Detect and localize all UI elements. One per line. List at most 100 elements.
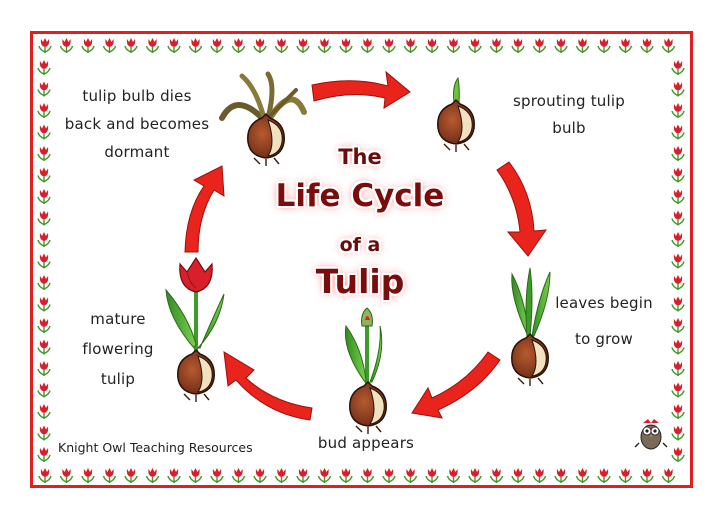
border-tulip-icon (671, 123, 685, 141)
border-tulip-icon (59, 467, 74, 484)
border-tulip-icon (425, 37, 439, 54)
border-tulip-icon (37, 252, 51, 270)
border-tulip-icon (274, 37, 289, 54)
border-tulip-icon (37, 360, 51, 377)
border-tulip-icon (37, 424, 51, 442)
tulip-border-bottom (38, 467, 676, 484)
title-tulip: Tulip (315, 262, 405, 301)
border-tulip-icon (317, 467, 332, 484)
border-tulip-icon (618, 467, 633, 484)
bud-illustration (344, 307, 387, 435)
border-tulip-icon (403, 37, 418, 54)
border-tulip-icon (360, 467, 375, 484)
label-sprouting: sprouting tulip bulb (513, 92, 625, 137)
tulip-border-right (671, 59, 685, 463)
border-tulip-icon (671, 381, 685, 399)
border-tulip-icon (38, 37, 52, 54)
border-tulip-icon (489, 37, 504, 54)
border-tulip-icon (231, 467, 246, 484)
border-tulip-icon (671, 80, 685, 98)
arrow-mature-to-dormant (184, 165, 225, 253)
border-tulip-icon (489, 467, 504, 484)
border-tulip-icon (274, 467, 289, 484)
label-leaves: leaves begin to grow (555, 294, 653, 348)
border-tulip-icon (446, 37, 461, 54)
border-tulip-icon (671, 252, 685, 270)
border-tulip-icon (37, 446, 51, 463)
border-tulip-icon (575, 37, 590, 54)
border-tulip-icon (37, 274, 51, 291)
border-tulip-icon (597, 37, 611, 54)
border-tulip-icon (37, 102, 51, 119)
border-tulip-icon (37, 403, 51, 420)
border-tulip-icon (210, 37, 224, 54)
border-tulip-icon (145, 37, 160, 54)
border-tulip-icon (167, 467, 181, 484)
border-tulip-icon (532, 37, 547, 54)
arrow-dormant-to-sprouting (311, 70, 411, 109)
border-tulip-icon (37, 188, 51, 205)
border-tulip-icon (231, 37, 246, 54)
border-tulip-icon (671, 360, 685, 377)
border-tulip-icon (671, 102, 685, 119)
border-tulip-icon (37, 59, 51, 76)
border-tulip-icon (597, 467, 611, 484)
border-tulip-icon (253, 467, 267, 484)
border-tulip-icon (425, 467, 439, 484)
border-tulip-icon (360, 37, 375, 54)
border-tulip-icon (339, 37, 353, 54)
border-tulip-icon (468, 37, 482, 54)
border-tulip-icon (37, 317, 51, 334)
border-tulip-icon (671, 188, 685, 205)
border-tulip-icon (317, 37, 332, 54)
border-tulip-icon (124, 37, 138, 54)
border-tulip-icon (671, 59, 685, 76)
border-tulip-icon (188, 37, 203, 54)
leaves-growing-illustration (511, 267, 551, 387)
border-tulip-icon (640, 37, 654, 54)
arrow-leaves-to-bud (411, 351, 501, 419)
border-tulip-icon (145, 467, 160, 484)
border-tulip-icon (188, 467, 203, 484)
border-tulip-icon (37, 381, 51, 399)
border-tulip-icon (59, 37, 74, 54)
tulip-border-left (37, 59, 51, 463)
border-tulip-icon (81, 467, 95, 484)
border-tulip-icon (640, 467, 654, 484)
dormant-bulb-illustration (219, 71, 307, 167)
owl-logo-icon (634, 419, 668, 450)
border-tulip-icon (37, 80, 51, 98)
border-tulip-icon (532, 467, 547, 484)
border-tulip-icon (339, 467, 353, 484)
border-tulip-icon (661, 37, 676, 54)
border-tulip-icon (253, 37, 267, 54)
border-tulip-icon (511, 467, 525, 484)
border-tulip-icon (554, 37, 568, 54)
border-tulip-icon (511, 37, 525, 54)
border-tulip-icon (81, 37, 95, 54)
border-tulip-icon (661, 467, 676, 484)
mature-tulip-illustration (165, 256, 225, 403)
border-tulip-icon (671, 145, 685, 162)
border-tulip-icon (37, 123, 51, 141)
label-mature: mature flowering tulip (82, 310, 154, 388)
border-tulip-icon (382, 467, 396, 484)
border-tulip-icon (382, 37, 396, 54)
border-tulip-icon (124, 467, 138, 484)
border-tulip-icon (403, 467, 418, 484)
border-tulip-icon (102, 37, 117, 54)
sprouting-bulb-illustration (437, 76, 475, 153)
border-tulip-icon (575, 467, 590, 484)
border-tulip-icon (671, 403, 685, 420)
border-tulip-icon (37, 209, 51, 227)
border-tulip-icon (671, 231, 685, 248)
tulip-border-top (38, 37, 676, 54)
border-tulip-icon (671, 166, 685, 184)
border-tulip-icon (37, 145, 51, 162)
border-tulip-icon (446, 467, 461, 484)
label-bud: bud appears (317, 434, 415, 452)
title-the: The (338, 145, 382, 169)
border-tulip-icon (37, 166, 51, 184)
